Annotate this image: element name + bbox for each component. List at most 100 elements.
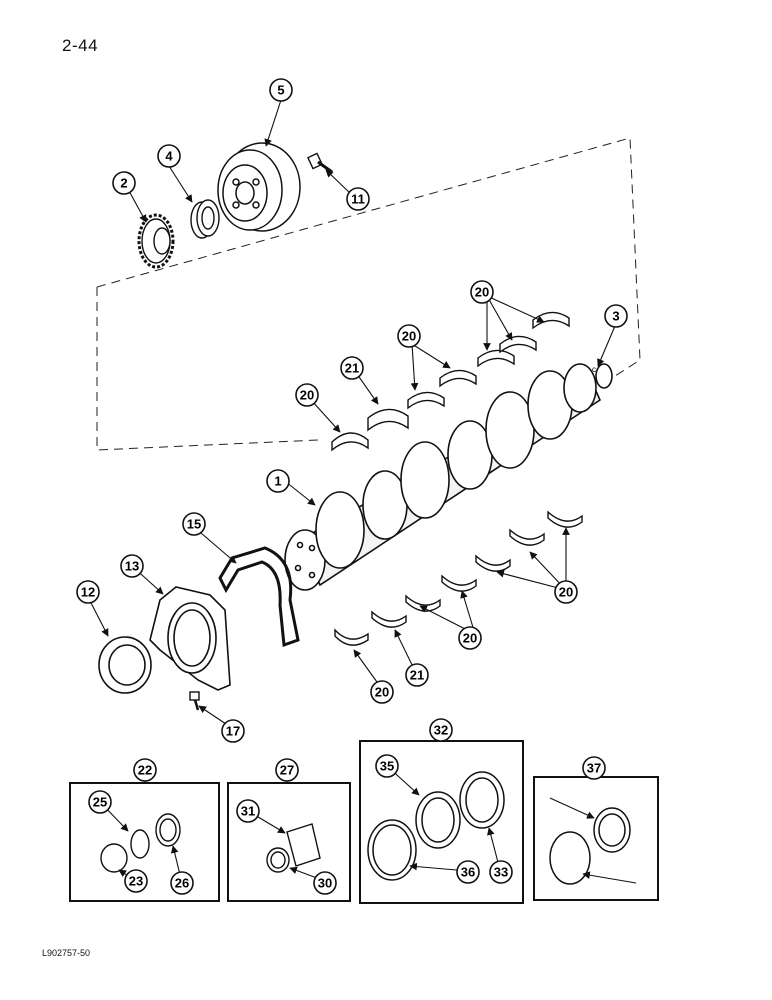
callout-number: 17 (226, 724, 240, 739)
dashed-group-outline (96, 137, 641, 451)
inset-35-box (533, 776, 659, 901)
callout-21: 21 (405, 663, 429, 687)
page-number: 2-44 (62, 36, 99, 55)
callout-number: 2 (120, 176, 127, 191)
callout-number: 22 (138, 763, 152, 778)
callout-circle (269, 78, 293, 102)
callout-number: 33 (494, 865, 508, 880)
callout-4: 4 (157, 144, 181, 168)
callout-circle (124, 869, 148, 893)
callout-circle (275, 758, 299, 782)
callout-15: 15 (182, 512, 206, 536)
inset-25-box (227, 782, 351, 902)
callout-11: 11 (346, 187, 370, 211)
callout-circle (405, 663, 429, 687)
callout-number: 20 (402, 329, 416, 344)
callout-circle (295, 383, 319, 407)
callout-20: 20 (470, 280, 494, 304)
callout-circle (340, 356, 364, 380)
callout-number: 35 (380, 759, 394, 774)
callout-33: 33 (489, 860, 513, 884)
callout-circle (397, 324, 421, 348)
callout-circle (604, 304, 628, 328)
callout-number: 11 (351, 192, 365, 207)
callout-circle (170, 871, 194, 895)
callout-circle (266, 469, 290, 493)
callout-circle (346, 187, 370, 211)
callout-number: 21 (345, 361, 359, 376)
callout-number: 20 (375, 685, 389, 700)
lower-bearing-shells (334, 510, 583, 646)
callout-3: 3 (604, 304, 628, 328)
callout-20: 20 (370, 680, 394, 704)
callout-circle (489, 860, 513, 884)
callout-5: 5 (269, 78, 293, 102)
callout-number: 20 (463, 631, 477, 646)
callout-number: 1 (274, 474, 281, 489)
callout-36: 36 (456, 860, 480, 884)
callout-number: 26 (175, 876, 189, 891)
callout-circle (458, 626, 482, 650)
callout-number: 20 (559, 585, 573, 600)
callout-circle (120, 554, 144, 578)
callout-30: 30 (313, 871, 337, 895)
callout-circle (112, 171, 136, 195)
callout-number: 36 (461, 865, 475, 880)
callout-25: 25 (88, 790, 112, 814)
callout-number: 20 (300, 388, 314, 403)
callout-circle (370, 680, 394, 704)
callout-number: 15 (187, 517, 201, 532)
callout-circle (221, 719, 245, 743)
rear-oil-seal-part (98, 636, 152, 694)
callout-circle (470, 280, 494, 304)
callout-21: 21 (340, 356, 364, 380)
callout-20: 20 (295, 383, 319, 407)
callout-20: 20 (458, 626, 482, 650)
callout-23: 23 (124, 869, 148, 893)
callout-31: 31 (236, 799, 260, 823)
pulley-part (217, 142, 301, 232)
housing-bolt-part (189, 691, 200, 711)
inset-30-box (359, 740, 524, 904)
callout-26: 26 (170, 871, 194, 895)
callout-20: 20 (554, 580, 578, 604)
callout-number: 3 (612, 309, 619, 324)
callout-number: 21 (410, 668, 424, 683)
callout-1: 1 (266, 469, 290, 493)
crankshaft-gear-part (137, 213, 175, 269)
leader-lines (87, 99, 637, 884)
callout-circle (582, 756, 606, 780)
figure-code: L902757-50 (42, 948, 91, 958)
callout-circle (554, 580, 578, 604)
callout-circle (133, 758, 157, 782)
callout-number: 27 (280, 763, 294, 778)
callout-32: 32 (429, 718, 453, 742)
callout-circle (313, 871, 337, 895)
callout-number: 25 (93, 795, 107, 810)
callout-13: 13 (120, 554, 144, 578)
pulley-bolt-part (307, 152, 333, 174)
callout-number: 13 (125, 559, 139, 574)
callout-2: 2 (112, 171, 136, 195)
callout-number: 37 (587, 761, 601, 776)
callout-number: 5 (277, 83, 284, 98)
callout-number: 30 (318, 876, 332, 891)
rear-seal-housing-part (149, 586, 231, 691)
callout-circle (375, 754, 399, 778)
callout-circle (236, 799, 260, 823)
callout-number: 4 (165, 149, 173, 164)
callout-12: 12 (76, 580, 100, 604)
callout-number: 31 (241, 804, 255, 819)
callout-22: 22 (133, 758, 157, 782)
rear-cover-gasket-part (218, 546, 300, 648)
part-small-label: c (592, 365, 596, 374)
callout-number: 23 (129, 874, 143, 889)
crankshaft-part (284, 363, 613, 591)
spacer-ring-part (190, 199, 220, 239)
callout-27: 27 (275, 758, 299, 782)
callout-circle (429, 718, 453, 742)
callout-20: 20 (397, 324, 421, 348)
callout-circle (182, 512, 206, 536)
callout-circle (456, 860, 480, 884)
